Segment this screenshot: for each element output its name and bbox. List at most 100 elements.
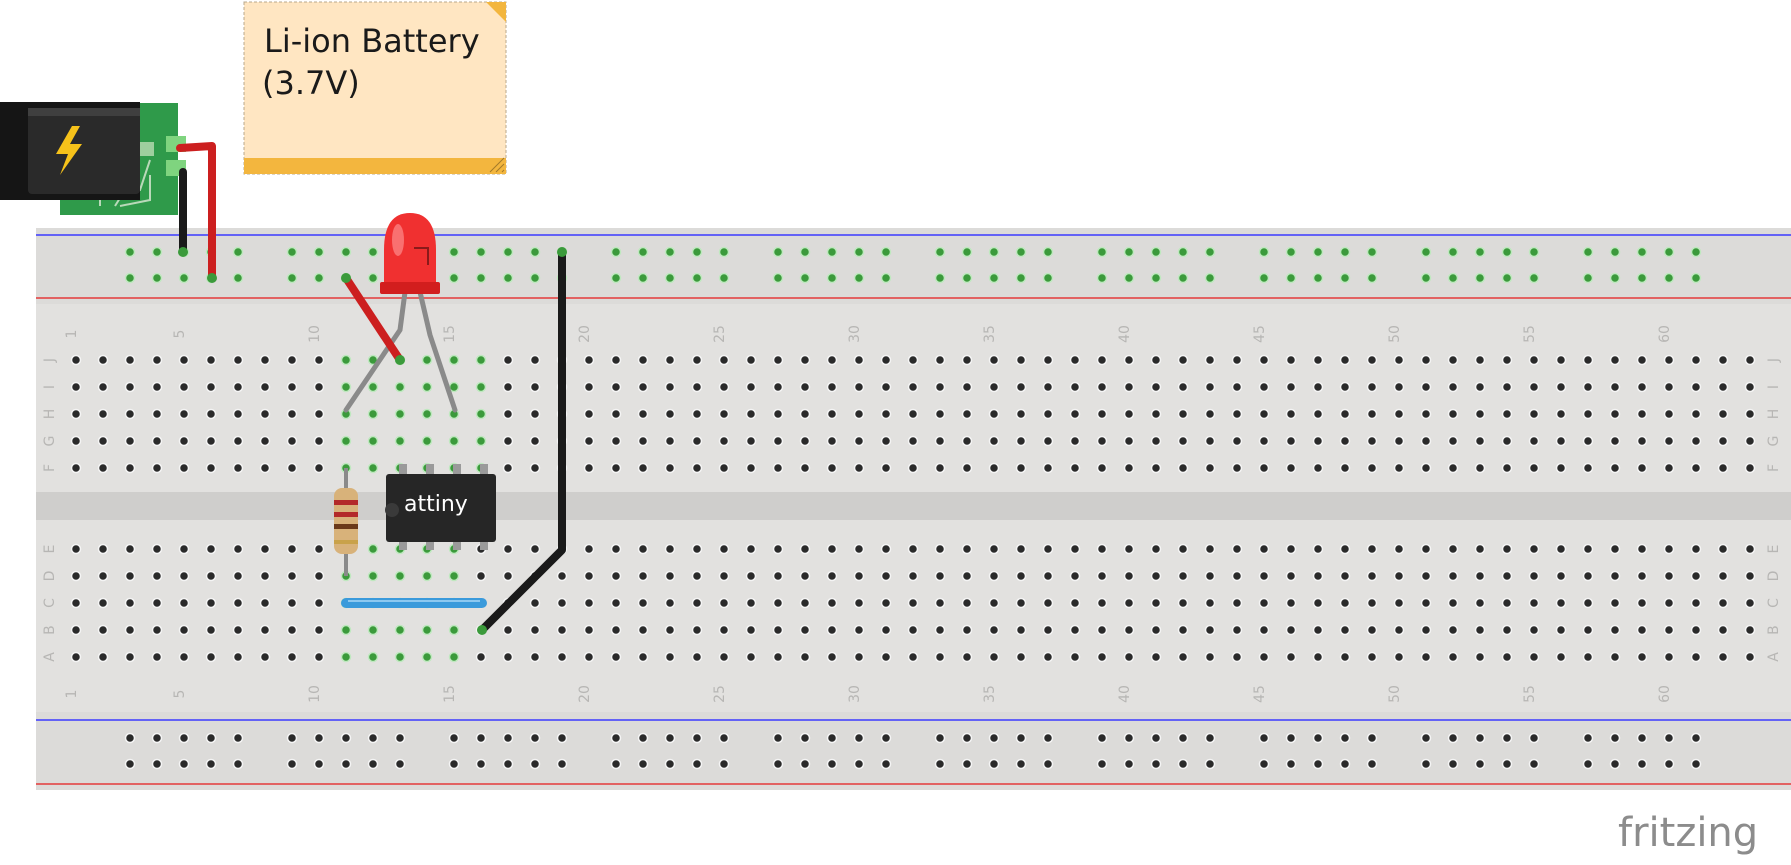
rail-hole: [1690, 732, 1702, 744]
breadboard-hole: [367, 381, 379, 393]
breadboard-hole: [799, 354, 811, 366]
breadboard-hole: [1258, 624, 1270, 636]
breadboard-hole: [475, 408, 487, 420]
breadboard-hole: [1636, 381, 1648, 393]
breadboard-hole: [313, 651, 325, 663]
breadboard-hole: [124, 597, 136, 609]
breadboard-hole: [772, 462, 784, 474]
rail-hole: [178, 732, 190, 744]
breadboard-hole: [394, 408, 406, 420]
breadboard-hole: [1717, 408, 1729, 420]
breadboard-hole: [1285, 408, 1297, 420]
row-letter: J: [1766, 358, 1782, 363]
breadboard-hole: [151, 624, 163, 636]
breadboard-hole: [1528, 354, 1540, 366]
breadboard-hole: [1717, 597, 1729, 609]
breadboard-hole: [1663, 354, 1675, 366]
breadboard-hole: [988, 570, 1000, 582]
breadboard-hole: [772, 408, 784, 420]
breadboard-hole: [1366, 570, 1378, 582]
rail-hole: [151, 272, 163, 284]
breadboard-hole: [286, 570, 298, 582]
rail-hole: [934, 758, 946, 770]
breadboard-hole: [664, 597, 676, 609]
endpoint-6: [395, 355, 405, 365]
rail-hole: [637, 758, 649, 770]
rail-hole: [1663, 246, 1675, 258]
rail-hole: [124, 272, 136, 284]
row-letter: A: [1766, 652, 1782, 662]
breadboard-hole: [826, 543, 838, 555]
breadboard-hole: [1123, 543, 1135, 555]
breadboard-hole: [583, 624, 595, 636]
breadboard-hole: [448, 435, 460, 447]
breadboard-hole: [1393, 624, 1405, 636]
rail-hole: [1285, 758, 1297, 770]
breadboard-hole: [1258, 354, 1270, 366]
rail-hole: [799, 758, 811, 770]
breadboard-hole: [664, 543, 676, 555]
breadboard-hole: [475, 570, 487, 582]
breadboard-hole: [826, 354, 838, 366]
breadboard-hole: [1663, 381, 1675, 393]
breadboard-hole: [1285, 651, 1297, 663]
rail-hole: [1582, 758, 1594, 770]
breadboard-hole: [340, 381, 352, 393]
breadboard-hole: [1393, 651, 1405, 663]
chip-pin-top-2: [426, 464, 434, 478]
breadboard-hole: [583, 435, 595, 447]
rail-hole: [124, 732, 136, 744]
breadboard-hole: [961, 435, 973, 447]
breadboard-hole: [1717, 624, 1729, 636]
breadboard-hole: [421, 570, 433, 582]
rail-hole: [1582, 246, 1594, 258]
breadboard-hole: [1663, 597, 1675, 609]
breadboard-hole: [961, 597, 973, 609]
breadboard-hole: [826, 624, 838, 636]
column-number: 25: [712, 325, 728, 343]
breadboard-hole: [1636, 408, 1648, 420]
breadboard-hole: [421, 624, 433, 636]
breadboard-hole: [1150, 597, 1162, 609]
rail-hole: [1015, 246, 1027, 258]
breadboard-hole: [1096, 408, 1108, 420]
rail-hole: [1258, 272, 1270, 284]
breadboard-hole: [1231, 543, 1243, 555]
rail-hole: [1339, 758, 1351, 770]
rail-hole: [1339, 272, 1351, 284]
breadboard-hole: [772, 354, 784, 366]
rail-hole: [988, 732, 1000, 744]
rail-hole: [1204, 272, 1216, 284]
rail-hole: [1150, 758, 1162, 770]
rail-hole: [1366, 758, 1378, 770]
breadboard-hole: [1501, 381, 1513, 393]
breadboard-hole: [1069, 408, 1081, 420]
breadboard-hole: [1393, 543, 1405, 555]
breadboard-hole: [1636, 624, 1648, 636]
breadboard-hole: [1204, 543, 1216, 555]
rail-hole: [1015, 272, 1027, 284]
breadboard-hole: [1474, 651, 1486, 663]
breadboard-hole: [799, 651, 811, 663]
breadboard-hole: [1042, 651, 1054, 663]
rail-hole: [1150, 246, 1162, 258]
column-number: 60: [1657, 325, 1673, 343]
breadboard-hole: [745, 462, 757, 474]
breadboard-hole: [1501, 435, 1513, 447]
breadboard-hole: [907, 570, 919, 582]
rail-hole: [772, 272, 784, 284]
breadboard-hole: [286, 354, 298, 366]
breadboard-hole: [1609, 435, 1621, 447]
rail-hole: [475, 272, 487, 284]
breadboard-hole: [1096, 651, 1108, 663]
breadboard-hole: [1474, 435, 1486, 447]
rail-hole: [232, 272, 244, 284]
breadboard-hole: [907, 408, 919, 420]
breadboard-hole: [232, 597, 244, 609]
breadboard-hole: [826, 381, 838, 393]
rail-hole: [1501, 246, 1513, 258]
rail-hole: [1609, 732, 1621, 744]
breadboard-hole: [1690, 408, 1702, 420]
